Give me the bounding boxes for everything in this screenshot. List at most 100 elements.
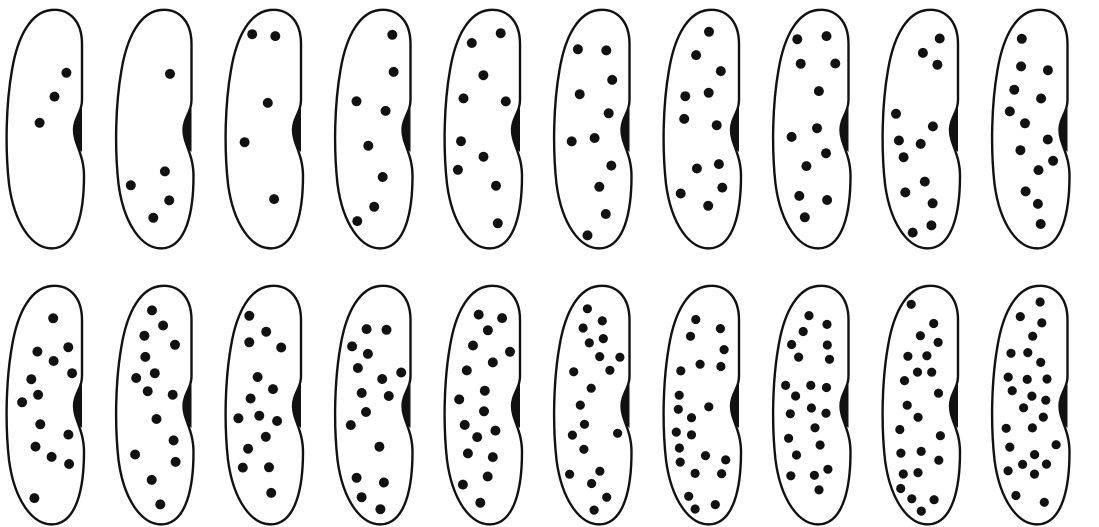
bean-dot	[505, 347, 515, 357]
bean-dot	[595, 352, 604, 361]
bean-dot	[602, 493, 611, 502]
bean-dot	[1006, 349, 1015, 358]
bean-dot	[238, 463, 248, 473]
bean-r2-c6	[554, 286, 631, 525]
bean-dot	[934, 338, 943, 347]
bean-dot	[714, 159, 724, 169]
bean-r1-c6	[554, 10, 631, 249]
bean-r1-c10	[992, 10, 1069, 249]
bean-dot	[375, 504, 385, 514]
bean-dot	[1036, 358, 1045, 367]
bean-dot	[496, 28, 506, 38]
bean-dot	[613, 429, 622, 438]
bean-dot	[378, 172, 388, 182]
bean-dot	[50, 92, 60, 102]
bean-dot	[1040, 498, 1049, 507]
bean-dot	[474, 310, 484, 320]
bean-dot	[1016, 312, 1025, 321]
bean-dot	[787, 132, 797, 142]
bean-dot	[1009, 85, 1019, 95]
bean-dot	[675, 391, 684, 400]
bean-dot	[158, 321, 168, 331]
bean-r1-c9	[883, 10, 960, 249]
bean-dot	[165, 69, 175, 79]
bean-dot	[389, 67, 399, 77]
bean-dot	[26, 374, 36, 384]
bean-dot	[148, 213, 158, 223]
bean-dot	[907, 494, 916, 503]
bean-dot	[152, 414, 162, 424]
bean-dot	[377, 374, 387, 384]
bean-dot	[374, 442, 384, 452]
bean-dot	[565, 470, 574, 479]
bean-dot	[814, 86, 824, 96]
bean-dot	[928, 198, 938, 208]
bean-r2-c2	[116, 286, 193, 525]
bean-dot	[900, 187, 910, 197]
bean-dot	[1011, 491, 1020, 500]
bean-dot	[483, 325, 493, 335]
bean-dot	[927, 368, 936, 377]
bean-dot	[353, 363, 363, 373]
bean-dot	[687, 430, 696, 439]
bean-dot	[922, 351, 931, 360]
bean-dot	[794, 353, 803, 362]
bean-dot	[276, 343, 286, 353]
bean-dot	[896, 449, 905, 458]
bean-dot	[930, 495, 939, 504]
bean-dot	[567, 136, 577, 146]
bean-outline	[992, 286, 1069, 525]
bean-dot	[253, 372, 263, 382]
bean-dot	[362, 324, 372, 334]
bean-dot	[792, 34, 802, 44]
bean-dot	[31, 442, 41, 452]
bean-dot	[382, 325, 392, 335]
bean-outline	[116, 10, 193, 249]
bean-dot	[583, 230, 593, 240]
bean-dot	[243, 444, 253, 454]
bean-dot	[1008, 386, 1017, 395]
bean-dot	[568, 431, 577, 440]
bean-dot	[1028, 423, 1037, 432]
bean-dot	[704, 88, 714, 98]
bean-dot	[264, 462, 274, 472]
bean-outline	[664, 10, 741, 249]
bean-dot	[246, 394, 256, 404]
bean-r1-c3	[226, 10, 303, 249]
bean-dot	[587, 384, 596, 393]
bean-r2-c7	[664, 286, 741, 525]
bean-dot	[361, 407, 371, 417]
bean-dot	[822, 31, 832, 41]
bean-dot	[387, 30, 397, 40]
bean-dot	[396, 368, 406, 378]
bean-dot	[896, 484, 905, 493]
bean-dot	[357, 492, 367, 502]
bean-r1-c4	[335, 10, 412, 249]
bean-dot	[270, 31, 280, 41]
bean-outline	[226, 10, 303, 249]
bean-dot	[1015, 145, 1025, 155]
bean-outline	[554, 286, 631, 525]
bean-dot	[171, 457, 181, 467]
bean-dot	[599, 334, 608, 343]
bean-dot	[701, 451, 710, 460]
bean-dot	[786, 471, 795, 480]
bean-outline	[445, 286, 522, 525]
bean-dot	[917, 507, 926, 516]
bean-outline	[116, 286, 193, 525]
bean-dot	[263, 98, 273, 108]
bean-dot	[1027, 392, 1036, 401]
bean-r1-c5	[445, 10, 522, 249]
bean-dot	[147, 475, 157, 485]
bean-dot	[903, 352, 912, 361]
bean-dot	[800, 212, 810, 222]
bean-dot	[169, 435, 179, 445]
bean-dot	[1005, 443, 1014, 452]
bean-dot	[717, 469, 726, 478]
bean-dot	[679, 114, 689, 124]
bean-dot	[462, 365, 472, 375]
bean-dot	[1018, 460, 1027, 469]
bean-dot	[691, 504, 700, 513]
bean-dot	[796, 59, 806, 69]
bean-dot	[692, 164, 702, 174]
